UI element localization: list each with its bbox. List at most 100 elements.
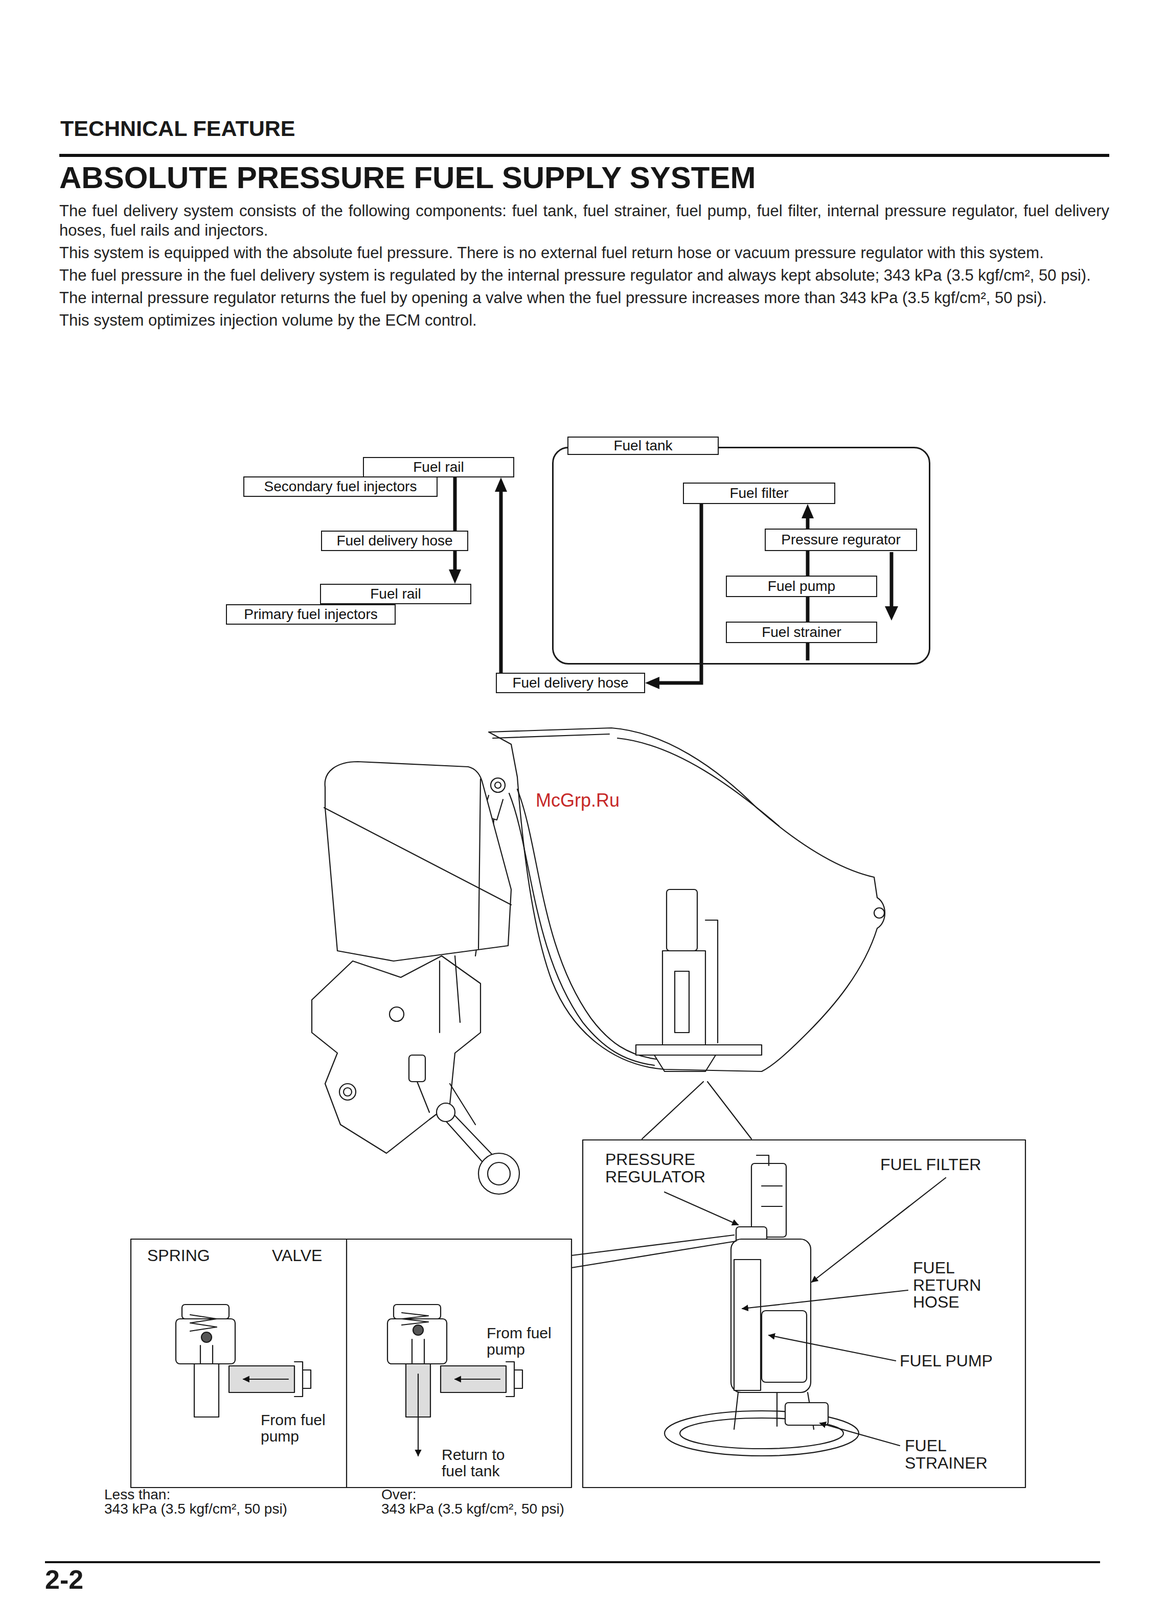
- air-box-drawing: [324, 761, 512, 962]
- pressure-note: 343 kPa (3.5 kgf/cm², 50 psi): [381, 1501, 565, 1517]
- arrowhead: [645, 676, 660, 690]
- pump-in-tank-drawing: [707, 1081, 752, 1139]
- box-label: Secondary fuel injectors: [264, 478, 418, 495]
- fuel-hose-drawing: [494, 782, 501, 789]
- engine-drawing: [339, 1083, 356, 1101]
- title-holder: ABSOLUTE PRESSURE FUEL SUPPLY SYSTEM: [59, 162, 757, 194]
- part-name: FUEL STRAINER: [904, 1437, 1003, 1472]
- process-box: Primary fuel injectors: [225, 604, 396, 625]
- process-box: Fuel delivery hose: [495, 672, 646, 694]
- process-box: Secondary fuel injectors: [243, 476, 438, 497]
- flow-arrow: [806, 597, 810, 622]
- engine-drawing: [343, 1087, 352, 1096]
- regulator-closed-drawing: [194, 1363, 219, 1417]
- page-rules: [59, 153, 1110, 157]
- part-name: FUEL RETURN HOSE: [912, 1259, 995, 1312]
- leader-line: [768, 1335, 896, 1361]
- regulator-open-drawing: [413, 1324, 424, 1336]
- label-holder: From fuel pump: [260, 1411, 332, 1445]
- engine-drawing: [439, 961, 441, 1033]
- fuel-tank-drawing: [488, 727, 885, 1072]
- engine-drawing: [449, 1083, 476, 1125]
- engine-drawing: [417, 1081, 430, 1113]
- part-name: SPRING: [147, 1247, 211, 1265]
- label-holder: McGrp.Ru: [535, 790, 620, 811]
- box-label: Fuel tank: [613, 438, 673, 454]
- section-header: TECHNICAL FEATURE: [60, 117, 295, 140]
- engine-drawing: [436, 1103, 455, 1122]
- pump-callout-box: [751, 1163, 787, 1238]
- box-label: Fuel delivery hose: [512, 675, 629, 692]
- regulator-open-drawing: [417, 1374, 419, 1456]
- engine-drawing: [487, 1162, 511, 1185]
- box-label: Fuel rail: [413, 459, 465, 476]
- air-box-drawing: [325, 761, 512, 962]
- flow-extras: [807, 552, 899, 661]
- regulator-closed-drawing: [294, 1361, 311, 1397]
- label-holder: 343 kPa (3.5 kgf/cm², 50 psi): [104, 1501, 288, 1517]
- part-name: VALVE: [271, 1247, 323, 1265]
- pump-in-tank-drawing: [674, 971, 690, 1033]
- flow-note: From fuel pump: [486, 1324, 558, 1358]
- paragraph-block: The fuel delivery system consists of the…: [59, 201, 1110, 334]
- label-holder: FUEL PUMP: [899, 1352, 993, 1370]
- regulator-open-drawing: [506, 1361, 523, 1397]
- regulator-closed-drawing: [243, 1378, 289, 1380]
- fuel-tank-drawing: [492, 734, 610, 739]
- regulator-open-drawing: [401, 1312, 429, 1325]
- process-box: Fuel rail: [319, 583, 472, 605]
- motorcycle-fuel-system: [130, 727, 1026, 1488]
- label-holder: FUEL STRAINER: [904, 1437, 1003, 1472]
- label-holder: FUEL FILTER: [880, 1156, 981, 1174]
- fuel-tank-drawing: [617, 738, 780, 827]
- valve-detail-box: [130, 1239, 572, 1488]
- pressure-note: Less than:: [104, 1487, 171, 1502]
- fuel-tank-drawing: [874, 907, 885, 919]
- pump-callout-box: [664, 1410, 859, 1456]
- label-holder: 2-2: [44, 1566, 84, 1593]
- pump-in-tank-drawing: [705, 920, 718, 1043]
- flow-arrow: [499, 488, 504, 673]
- part-name: FUEL FILTER: [880, 1156, 981, 1174]
- pump-callout-box: [756, 1155, 769, 1166]
- regulator-closed-drawing: [201, 1332, 212, 1343]
- air-box-drawing: [324, 807, 512, 905]
- box-label: Pressure regurator: [781, 532, 901, 548]
- body-paragraph: The fuel pressure in the fuel delivery s…: [59, 265, 1110, 286]
- pressure-note: 343 kPa (3.5 kgf/cm², 50 psi): [104, 1501, 288, 1517]
- regulator-closed-drawing: [200, 1345, 213, 1364]
- pump-callout-box: [582, 1139, 1026, 1488]
- page-rules: [44, 1561, 1101, 1564]
- flow-extras: [889, 552, 894, 608]
- page-number: 2-2: [44, 1566, 84, 1593]
- label-holder: Return to fuel tank: [441, 1446, 510, 1479]
- process-box: Fuel delivery hose: [321, 530, 469, 552]
- pump-callout-box: [571, 1241, 737, 1268]
- box-label: Fuel rail: [370, 586, 422, 603]
- part-name: PRESSURE REGULATOR: [605, 1151, 720, 1186]
- fuel-hose-drawing: [517, 789, 657, 1060]
- body-paragraph: This system optimizes injection volume b…: [59, 310, 1110, 331]
- label-holder: VALVE: [271, 1247, 323, 1265]
- regulator-open-drawing: [412, 1339, 425, 1364]
- pump-in-tank-drawing: [635, 889, 762, 1139]
- pump-callout-box: [761, 1185, 783, 1207]
- label-holder: From fuel pump: [486, 1324, 558, 1358]
- leader-line: [664, 1192, 739, 1225]
- label-holder: TECHNICAL FEATURE: [60, 117, 295, 140]
- flow-extras: [806, 643, 810, 661]
- tank-region: Fuel filterPressure reguratorFuel pumpFu…: [552, 446, 931, 665]
- arrowhead: [801, 504, 814, 519]
- body-paragraph: This system is equipped with the absolut…: [59, 243, 1110, 263]
- process-box: Fuel pump: [725, 575, 878, 598]
- pump-in-tank-drawing: [666, 889, 698, 951]
- label-holder: Less than:: [104, 1487, 171, 1502]
- flow-arrow: [806, 551, 810, 576]
- air-box-drawing: [478, 779, 481, 949]
- box-label: Fuel pump: [767, 578, 836, 595]
- fuel-tank-drawing: [488, 727, 885, 1072]
- watermark: McGrp.Ru: [535, 790, 620, 811]
- engine-drawing: [478, 1153, 520, 1195]
